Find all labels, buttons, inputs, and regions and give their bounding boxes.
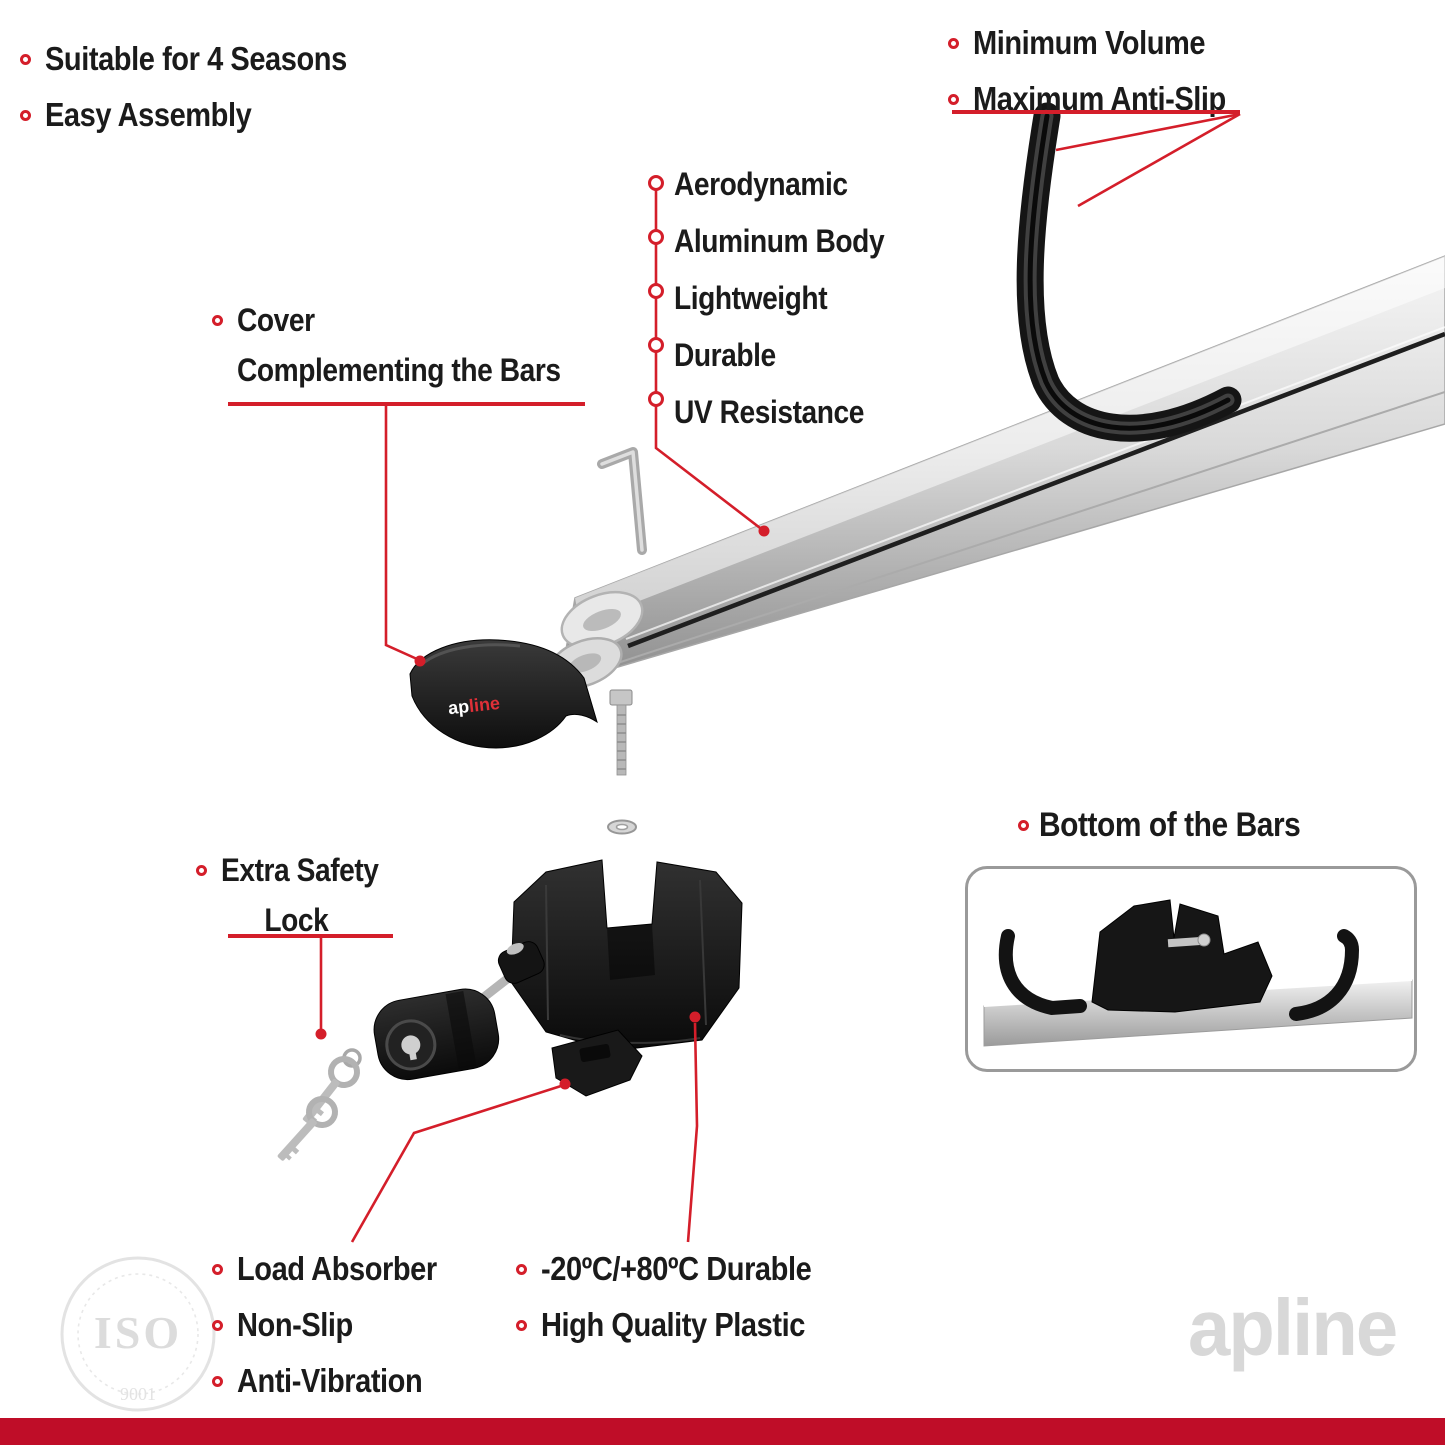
crossbar-illustration <box>547 255 1445 689</box>
cover-illustration: apline <box>409 639 598 749</box>
rubber-strip-illustration <box>1016 102 1242 442</box>
feature-bullet-icon <box>648 229 664 245</box>
allen-key-illustration <box>597 447 647 555</box>
keys-illustration <box>277 1048 362 1161</box>
lock-illustration <box>373 941 545 1081</box>
bottom-red-stripe <box>0 1418 1445 1445</box>
washer-illustration <box>607 819 637 835</box>
cover-brand-logo: apline <box>447 693 501 718</box>
iso-title: ISO <box>94 1307 182 1358</box>
iso-number: 9001 <box>120 1384 156 1404</box>
bottom-of-bars-frame <box>965 866 1417 1072</box>
bolt-illustration <box>609 689 633 776</box>
bottom-of-bars-artwork <box>983 899 1413 1047</box>
feature-bullet-icon <box>648 391 664 407</box>
callout-lines <box>315 112 1241 1243</box>
brand-watermark: apline <box>1188 1283 1398 1372</box>
foot-clamp-illustration <box>510 859 743 1052</box>
feature-bullet-icon <box>648 175 664 191</box>
feature-bullet-icon <box>648 337 664 353</box>
load-absorber-illustration <box>551 1029 643 1097</box>
feature-bullet-icon <box>648 283 664 299</box>
bar-groove <box>627 331 1445 649</box>
iso-stamp: ISO 9001 <box>60 1256 216 1412</box>
